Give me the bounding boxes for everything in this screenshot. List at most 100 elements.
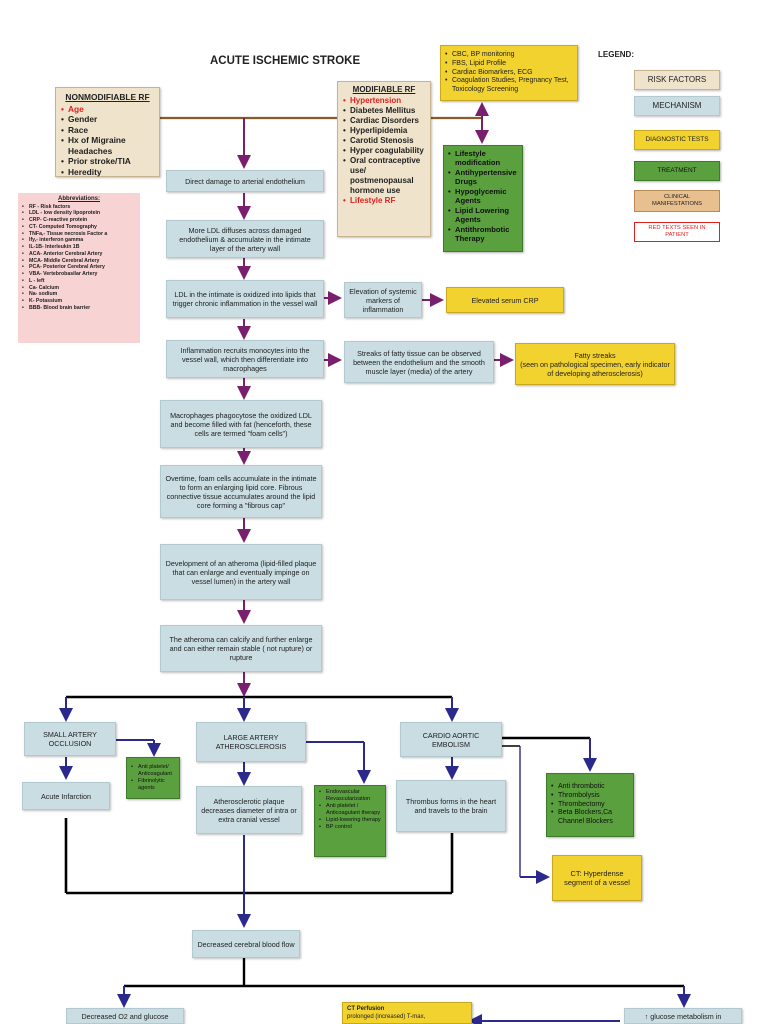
modifiable-rf-list: Hypertension Diabetes Mellitus Cardiac D… [343,96,425,206]
test-item: CBC, BP monitoring [445,51,573,60]
treatment-item: Fibrinolytic agents [131,778,175,792]
abbreviation-item: L - left [22,278,136,285]
rf-item: Hx of Migraine Headaches [61,135,154,156]
abbreviation-item: PCA- Posterior Cerebral Artery [22,264,136,271]
small-treatment-list: Anti platelet/ Anticoagulant Fibrinolyti… [131,764,175,792]
test-item: FBS, Lipid Profile [445,60,573,69]
treatment-item: Antithrombotic Therapy [448,225,518,244]
abbreviation-item: K- Potassium [22,298,136,305]
top-diagnostic-tests: CBC, BP monitoring FBS, Lipid Profile Ca… [440,45,578,101]
cardio-treatment-list: Anti thrombotic Thrombolysis Thrombectom… [551,783,629,827]
modifiable-rf-heading: MODIFIABLE RF [352,85,416,94]
rf-item: Prior stroke/TIA [61,156,154,167]
decreased-o2-glucose: Decreased O2 and glucose [66,1008,184,1024]
large-artery-treatment: Endovascular Revascularization Anti plat… [314,785,386,857]
large-treatment-list: Endovascular Revascularization Anti plat… [319,789,381,831]
treatment-item: Thrombectomy [551,801,629,810]
abbreviation-item: ACA- Anterior Cerebral Artery [22,251,136,258]
systemic-markers: Elevation of systemic markers of inflamm… [344,282,422,318]
abbreviation-item: Na- sodium [22,291,136,298]
cardio-aortic-embolism: CARDIO AORTIC EMBOLISM [400,722,502,757]
treatment-item: BP control [319,824,381,831]
chain-step-8: The atheroma can calcify and further enl… [160,625,322,672]
ct-hyperdense-vessel: CT: Hyperdense segment of a vessel [552,855,642,901]
modifiable-rf-box: MODIFIABLE RF Hypertension Diabetes Mell… [337,81,431,237]
rf-item: Oral contraceptive use/ postmenopausal h… [343,156,425,196]
rf-item: Age [61,104,154,115]
rf-item: Diabetes Mellitus [343,106,425,116]
chain-step-6: Overtime, foam cells accumulate in the i… [160,465,322,518]
rf-item: Race [61,125,154,136]
fatty-streaks-observation: Streaks of fatty tissue can be observed … [344,341,494,383]
chain-step-4: Inflammation recruits monocytes into the… [166,340,324,378]
small-artery-treatment: Anti platelet/ Anticoagulant Fibrinolyti… [126,757,180,799]
diagram-title: ACUTE ISCHEMIC STROKE [210,55,361,67]
test-item: Cardiac Biomarkers, ECG [445,69,573,78]
chain-step-5: Macrophages phagocytose the oxidized LDL… [160,400,322,448]
legend-diagnostic-tests: DIAGNOSTIC TESTS [634,130,720,150]
rf-item: Cardiac Disorders [343,116,425,126]
treatment-item: Hypoglycemic Agents [448,187,518,206]
chain-step-2: More LDL diffuses across damaged endothe… [166,220,324,258]
abbreviation-item: Ify,- interferon gamma [22,237,136,244]
legend-risk-factors: RISK FACTORS [634,70,720,90]
abbreviations-box: Abbreviations: RF - Risk factors LDL - l… [18,193,140,343]
fatty-streaks-title: Fatty streaks [574,350,616,360]
cardio-mechanism: Thrombus forms in the heart and travels … [396,780,506,832]
treatment-item: Lipid Lowering Agents [448,206,518,225]
legend-heading: LEGEND: [598,50,634,59]
treatment-item: Lifestyle modification [448,149,518,168]
large-artery-mechanism: Atherosclerotic plaque decreases diamete… [196,786,302,834]
abbreviation-item: CT- Computed Tomography [22,224,136,231]
rf-item: Hyperlipidemia [343,126,425,136]
rf-item: Gender [61,114,154,125]
decreased-cerebral-blood-flow: Decreased cerebral blood flow [192,930,300,958]
treatment-item: Endovascular Revascularization [319,789,381,803]
treatment-item: Antihypertensive Drugs [448,168,518,187]
treatment-item: Beta Blockers,Ca Channel Blockers [551,809,629,827]
legend-red-texts: RED TEXTS SEEN IN PATIENT [634,222,720,242]
treatment-item: Lipid-lowering therapy [319,817,381,824]
abbreviations-heading: Abbreviations: [57,196,100,202]
abbreviation-item: RF - Risk factors [22,204,136,211]
abbreviations-list: RF - Risk factors LDL - low density lipo… [22,204,136,312]
acute-infarction: Acute Infarction [22,782,110,810]
rf-item: Lifestyle RF [343,196,425,206]
top-treatment-box: Lifestyle modification Antihypertensive … [443,145,523,252]
abbreviation-item: BBB- Blood brain barrier [22,305,136,312]
treatment-item: Anti platelet / Anticoagulant therapy [319,803,381,817]
nonmodifiable-rf-box: NONMODIFIABLE RF Age Gender Race Hx of M… [55,87,160,177]
abbreviation-item: LDL - low density lipoprotein [22,210,136,217]
abbreviation-item: IL-1B- Interleukin 1B [22,244,136,251]
legend-mechanism: MECHANISM [634,96,720,116]
chain-step-1: Direct damage to arterial endothelium [166,170,324,192]
elevated-crp: Elevated serum CRP [446,287,564,313]
rf-item: Hyper coagulability [343,146,425,156]
abbreviation-item: CRP- C-reactive protein [22,217,136,224]
legend-clinical-manifestations: CLINICAL MANIFESTATIONS [634,190,720,212]
chain-step-7: Development of an atheroma (lipid-filled… [160,544,322,600]
nonmodifiable-rf-heading: NONMODIFIABLE RF [65,92,150,102]
small-artery-occlusion: SMALL ARTERY OCCLUSION [24,722,116,756]
rf-item: Carotid Stenosis [343,136,425,146]
treatment-item: Anti thrombotic [551,783,629,792]
ct-perfusion-box: CT Perfusion prolonged (increased) T-max… [342,1002,472,1024]
ct-perfusion-title: CT Perfusion [347,1006,385,1012]
treatment-item: Anti platelet/ Anticoagulant [131,764,175,778]
top-tests-list: CBC, BP monitoring FBS, Lipid Profile Ca… [445,51,573,95]
test-item: Coagulation Studies, Pregnancy Test, Tox… [445,77,573,95]
abbreviation-item: TNFa,- Tissue necrosis Factor a [22,231,136,238]
fatty-streaks-subtitle: (seen on pathological specimen, early in… [520,359,670,378]
abbreviation-item: MCA- Middle Cerebral Artery [22,258,136,265]
large-artery-atherosclerosis: LARGE ARTERY ATHEROSCLEROSIS [196,722,306,762]
legend-treatment: TREATMENT [634,161,720,181]
top-treatment-list: Lifestyle modification Antihypertensive … [448,149,518,244]
nonmodifiable-rf-list: Age Gender Race Hx of Migraine Headaches… [61,104,154,178]
ct-perfusion-text: prolonged (increased) T-max, [347,1013,426,1020]
glucose-metabolism: ↑ glucose metabolism in [624,1008,742,1024]
rf-item: Heredity [61,167,154,178]
abbreviation-item: Ca- Calcium [22,285,136,292]
chain-step-3: LDL in the intimate is oxidized into lip… [166,280,324,318]
cardio-treatment: Anti thrombotic Thrombolysis Thrombectom… [546,773,634,837]
